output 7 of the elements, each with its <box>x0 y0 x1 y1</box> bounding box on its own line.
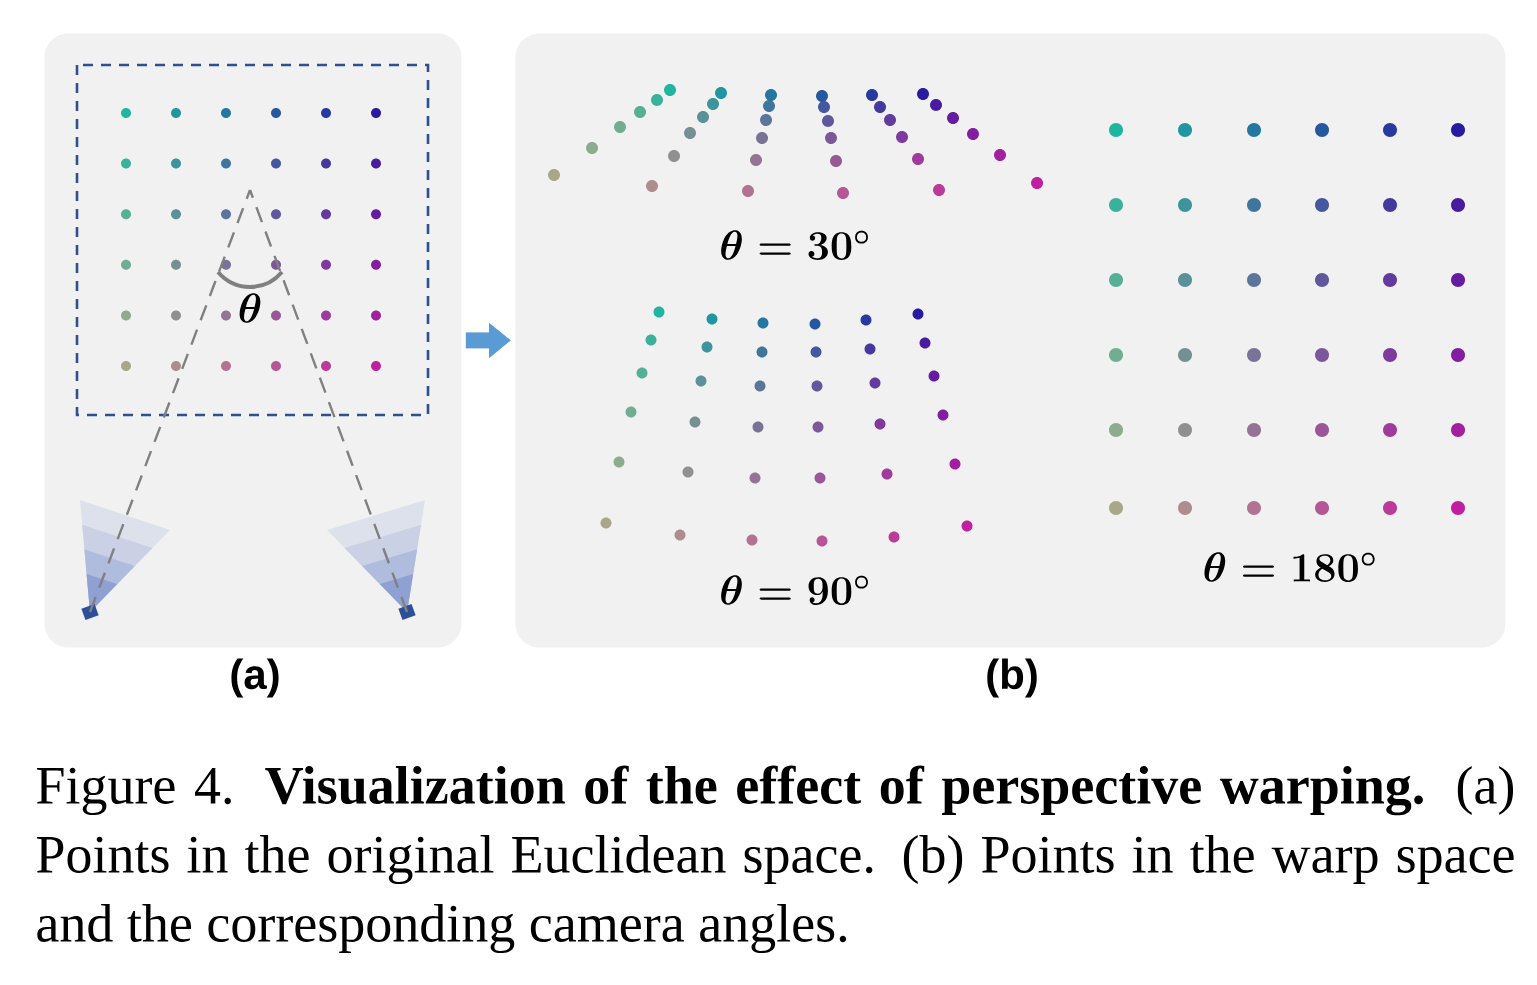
panel-label: (a) <box>231 658 279 698</box>
angle-label: $\theta = 90^{\circ}$ <box>721 575 868 605</box>
panel-label: (b) <box>987 658 1037 698</box>
caption: Figure 4. Visualization of the effect of perspective warping. (a) Points in the original Euclidean space. (b) Points in the warp space and the corresponding camera angles. <box>37 765 1514 954</box>
angle-label: $\theta = 30^{\circ}$ <box>721 230 868 260</box>
angle-label: $\theta$ <box>239 293 261 323</box>
angle-label: $\theta = 180^{\circ}$ <box>1204 552 1375 582</box>
